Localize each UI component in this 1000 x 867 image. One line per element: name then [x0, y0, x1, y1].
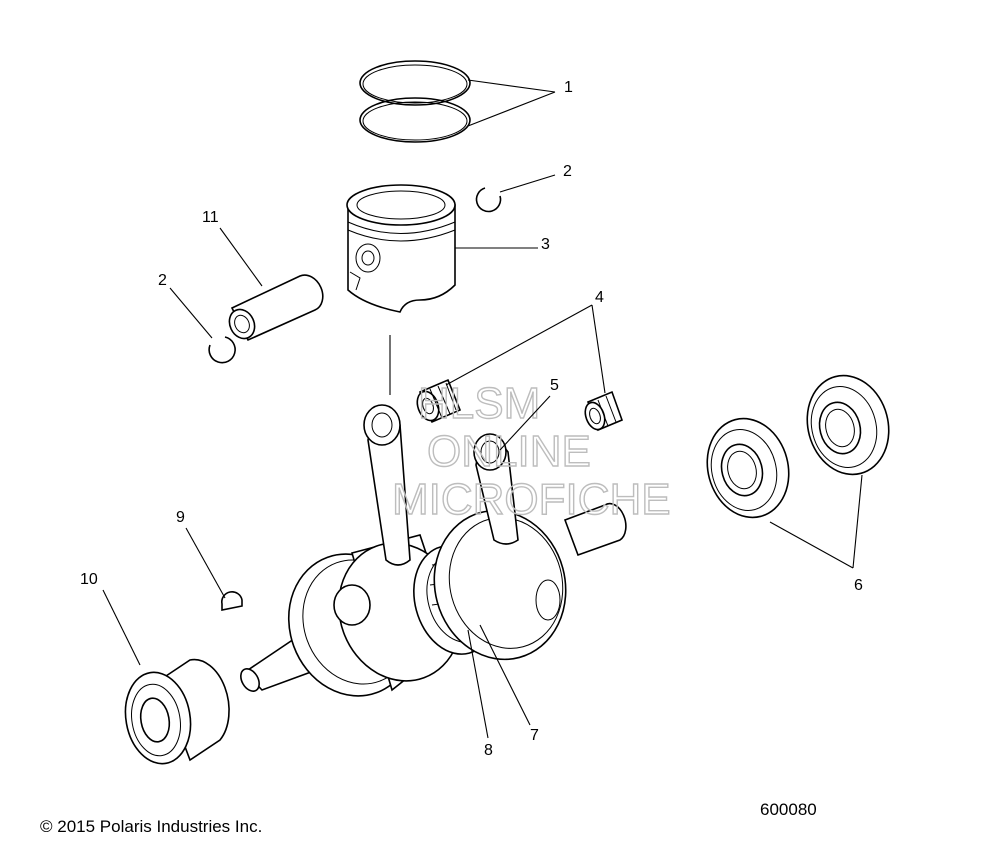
piston-rings[interactable] [359, 60, 471, 143]
main-bearing-left[interactable] [696, 409, 799, 526]
watermark: HLSM ONLINE MICROFICHE [391, 378, 671, 524]
leader-lines [102, 79, 863, 739]
watermark-line-3: MICROFICHE [392, 475, 671, 524]
needle-bearing-left[interactable] [413, 378, 462, 424]
circlip-right[interactable] [475, 187, 502, 213]
callout-3[interactable]: 3 [541, 236, 550, 253]
piston-pin[interactable] [225, 274, 324, 343]
main-bearing-right[interactable] [796, 366, 899, 483]
callout-9[interactable]: 9 [176, 509, 185, 526]
callout-2-left[interactable]: 2 [158, 272, 167, 289]
watermark-line-2: ONLINE [427, 427, 591, 476]
crankshaft-assembly[interactable] [237, 404, 627, 714]
drawing-number: 600080 [760, 800, 817, 819]
woodruff-key[interactable] [221, 591, 243, 611]
callout-4[interactable]: 4 [595, 289, 604, 306]
callout-11[interactable]: 11 [202, 209, 219, 226]
callout-6[interactable]: 6 [854, 577, 863, 594]
callout-8[interactable]: 8 [484, 742, 493, 759]
copyright-notice: © 2015 Polaris Industries Inc. [40, 817, 263, 836]
callouts: 1 2 2 3 4 5 6 7 8 9 10 11 [80, 79, 863, 759]
callout-2-right[interactable]: 2 [563, 163, 572, 180]
callout-1[interactable]: 1 [564, 79, 573, 96]
crank-bearing[interactable] [118, 658, 230, 769]
callout-7[interactable]: 7 [530, 727, 539, 744]
circlip-left[interactable] [208, 336, 236, 364]
watermark-line-1: HLSM [418, 379, 540, 428]
callout-5[interactable]: 5 [550, 377, 559, 394]
piston[interactable] [346, 184, 456, 313]
callout-10[interactable]: 10 [80, 571, 98, 588]
needle-bearing-right[interactable] [582, 390, 624, 432]
